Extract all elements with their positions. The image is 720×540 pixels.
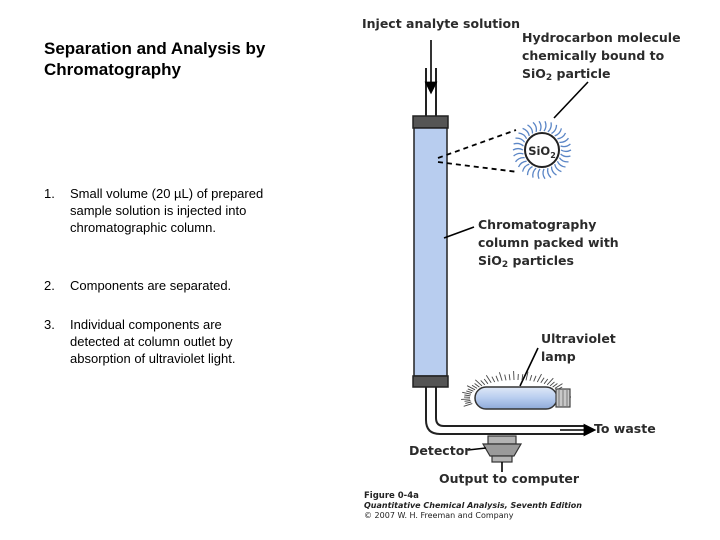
column-label: Chromatography column packed with SiO2 p…	[478, 217, 619, 270]
hydrocarbon-chain	[538, 120, 542, 132]
uv-ray	[525, 371, 529, 381]
uv-ray	[464, 394, 471, 397]
uv-ray	[480, 380, 486, 386]
uv-lamp-label: Ultraviolet lamp	[541, 331, 616, 364]
hydrocarbon-chain	[554, 128, 563, 137]
uv-ray	[461, 398, 471, 400]
hydrocarbon-chain	[526, 165, 533, 176]
hydrocarbon-chain	[521, 163, 530, 172]
hydrocarbon-label: Hydrocarbon molecule chemically bound to…	[522, 30, 681, 83]
particle-label: SiO2	[528, 144, 556, 160]
hydrocarbon-chain	[517, 160, 527, 168]
hydrocarbon-chain	[513, 142, 524, 147]
uv-ray	[483, 378, 489, 385]
step-text: Individual components are detected at co…	[70, 317, 236, 366]
hydrocarbon-chain	[514, 156, 525, 163]
uv-ray	[471, 384, 478, 389]
copyright-line: © 2007 W. H. Freeman and Company	[364, 511, 514, 520]
output-label: Output to computer	[439, 471, 580, 486]
figure-number: Figure 0-4a	[364, 491, 419, 501]
step-number: 2.	[44, 278, 55, 293]
uv-ray	[540, 377, 545, 384]
hydrocarbon-chain	[557, 132, 567, 140]
uv-ray	[467, 388, 474, 392]
step-number: 1.	[44, 186, 55, 201]
hydrocarbon-chain	[522, 127, 530, 137]
outlet-tube	[425, 387, 585, 435]
uv-ray	[529, 374, 533, 381]
zoom-lines	[437, 129, 519, 173]
step-number: 3.	[44, 317, 55, 332]
uv-ray	[495, 375, 499, 382]
hydrocarbon-pointer	[553, 81, 589, 119]
page-title: Separation and Analysis by Chromatograph…	[44, 39, 266, 79]
uv-ray	[466, 385, 476, 391]
chromatography-column	[412, 115, 449, 388]
hydrocarbon-chain	[560, 143, 571, 148]
detector-label: Detector	[409, 443, 471, 458]
hydrocarbon-chain	[558, 157, 569, 163]
hydrocarbon-chain	[551, 124, 558, 135]
uv-ray	[463, 403, 473, 407]
hydrocarbon-chain	[556, 160, 566, 168]
hydrocarbon-chain	[554, 163, 562, 173]
uv-ray	[465, 401, 472, 404]
figure-caption: Figure 0-4a Quantitative Chemical Analys…	[364, 491, 582, 521]
step-text: Components are separated.	[70, 278, 232, 293]
detector-icon	[481, 435, 523, 463]
hydrocarbon-chain	[527, 124, 534, 134]
hydrocarbon-chain	[547, 122, 552, 133]
uv-ray	[521, 374, 524, 381]
column-pointer	[443, 226, 475, 239]
hydrocarbon-chain	[513, 152, 524, 157]
uv-ray	[536, 373, 542, 383]
uv-ray	[543, 378, 549, 385]
uv-lamp-icon	[461, 370, 572, 410]
hydrocarbon-chain	[546, 167, 552, 179]
uv-ray	[546, 377, 554, 386]
uv-ray	[462, 391, 472, 395]
hydrocarbon-chain	[550, 166, 557, 176]
hydrocarbon-chain	[537, 168, 541, 180]
hydrocarbon-chain	[560, 149, 572, 153]
uv-ray	[549, 381, 555, 387]
detector-pointer	[467, 447, 487, 451]
hydrocarbon-chain	[560, 153, 571, 158]
uv-ray	[508, 374, 511, 381]
uv-ray	[554, 383, 563, 389]
uv-ray	[533, 375, 537, 382]
hydrocarbon-chain	[543, 120, 547, 132]
step-text: Small volume (20 µL) of prepared sample …	[70, 186, 264, 235]
uv-ray	[474, 383, 480, 388]
hydrocarbon-chain	[542, 168, 546, 180]
hydrocarbon-chain	[559, 137, 570, 144]
hydrocarbon-chain	[512, 147, 524, 151]
uv-ray	[474, 379, 483, 387]
sio2-particle-icon	[512, 120, 572, 180]
uv-ray	[504, 374, 507, 381]
book-title: Quantitative Chemical Analysis, Seventh …	[364, 501, 582, 510]
uv-ray	[552, 383, 558, 388]
uv-ray	[498, 372, 503, 381]
hydrocarbon-chain	[532, 121, 538, 133]
uv-ray	[485, 375, 492, 384]
hydrocarbon-chain	[518, 132, 528, 140]
waste-label: To waste	[594, 421, 656, 436]
uv-ray	[466, 390, 473, 394]
uv-ray	[464, 400, 471, 402]
hydrocarbon-chain	[532, 167, 537, 178]
uv-ray	[491, 376, 496, 383]
hydrocarbon-chain	[515, 137, 526, 143]
inject-label: Inject analyte solution	[362, 16, 521, 31]
uv-pointer	[519, 347, 539, 387]
